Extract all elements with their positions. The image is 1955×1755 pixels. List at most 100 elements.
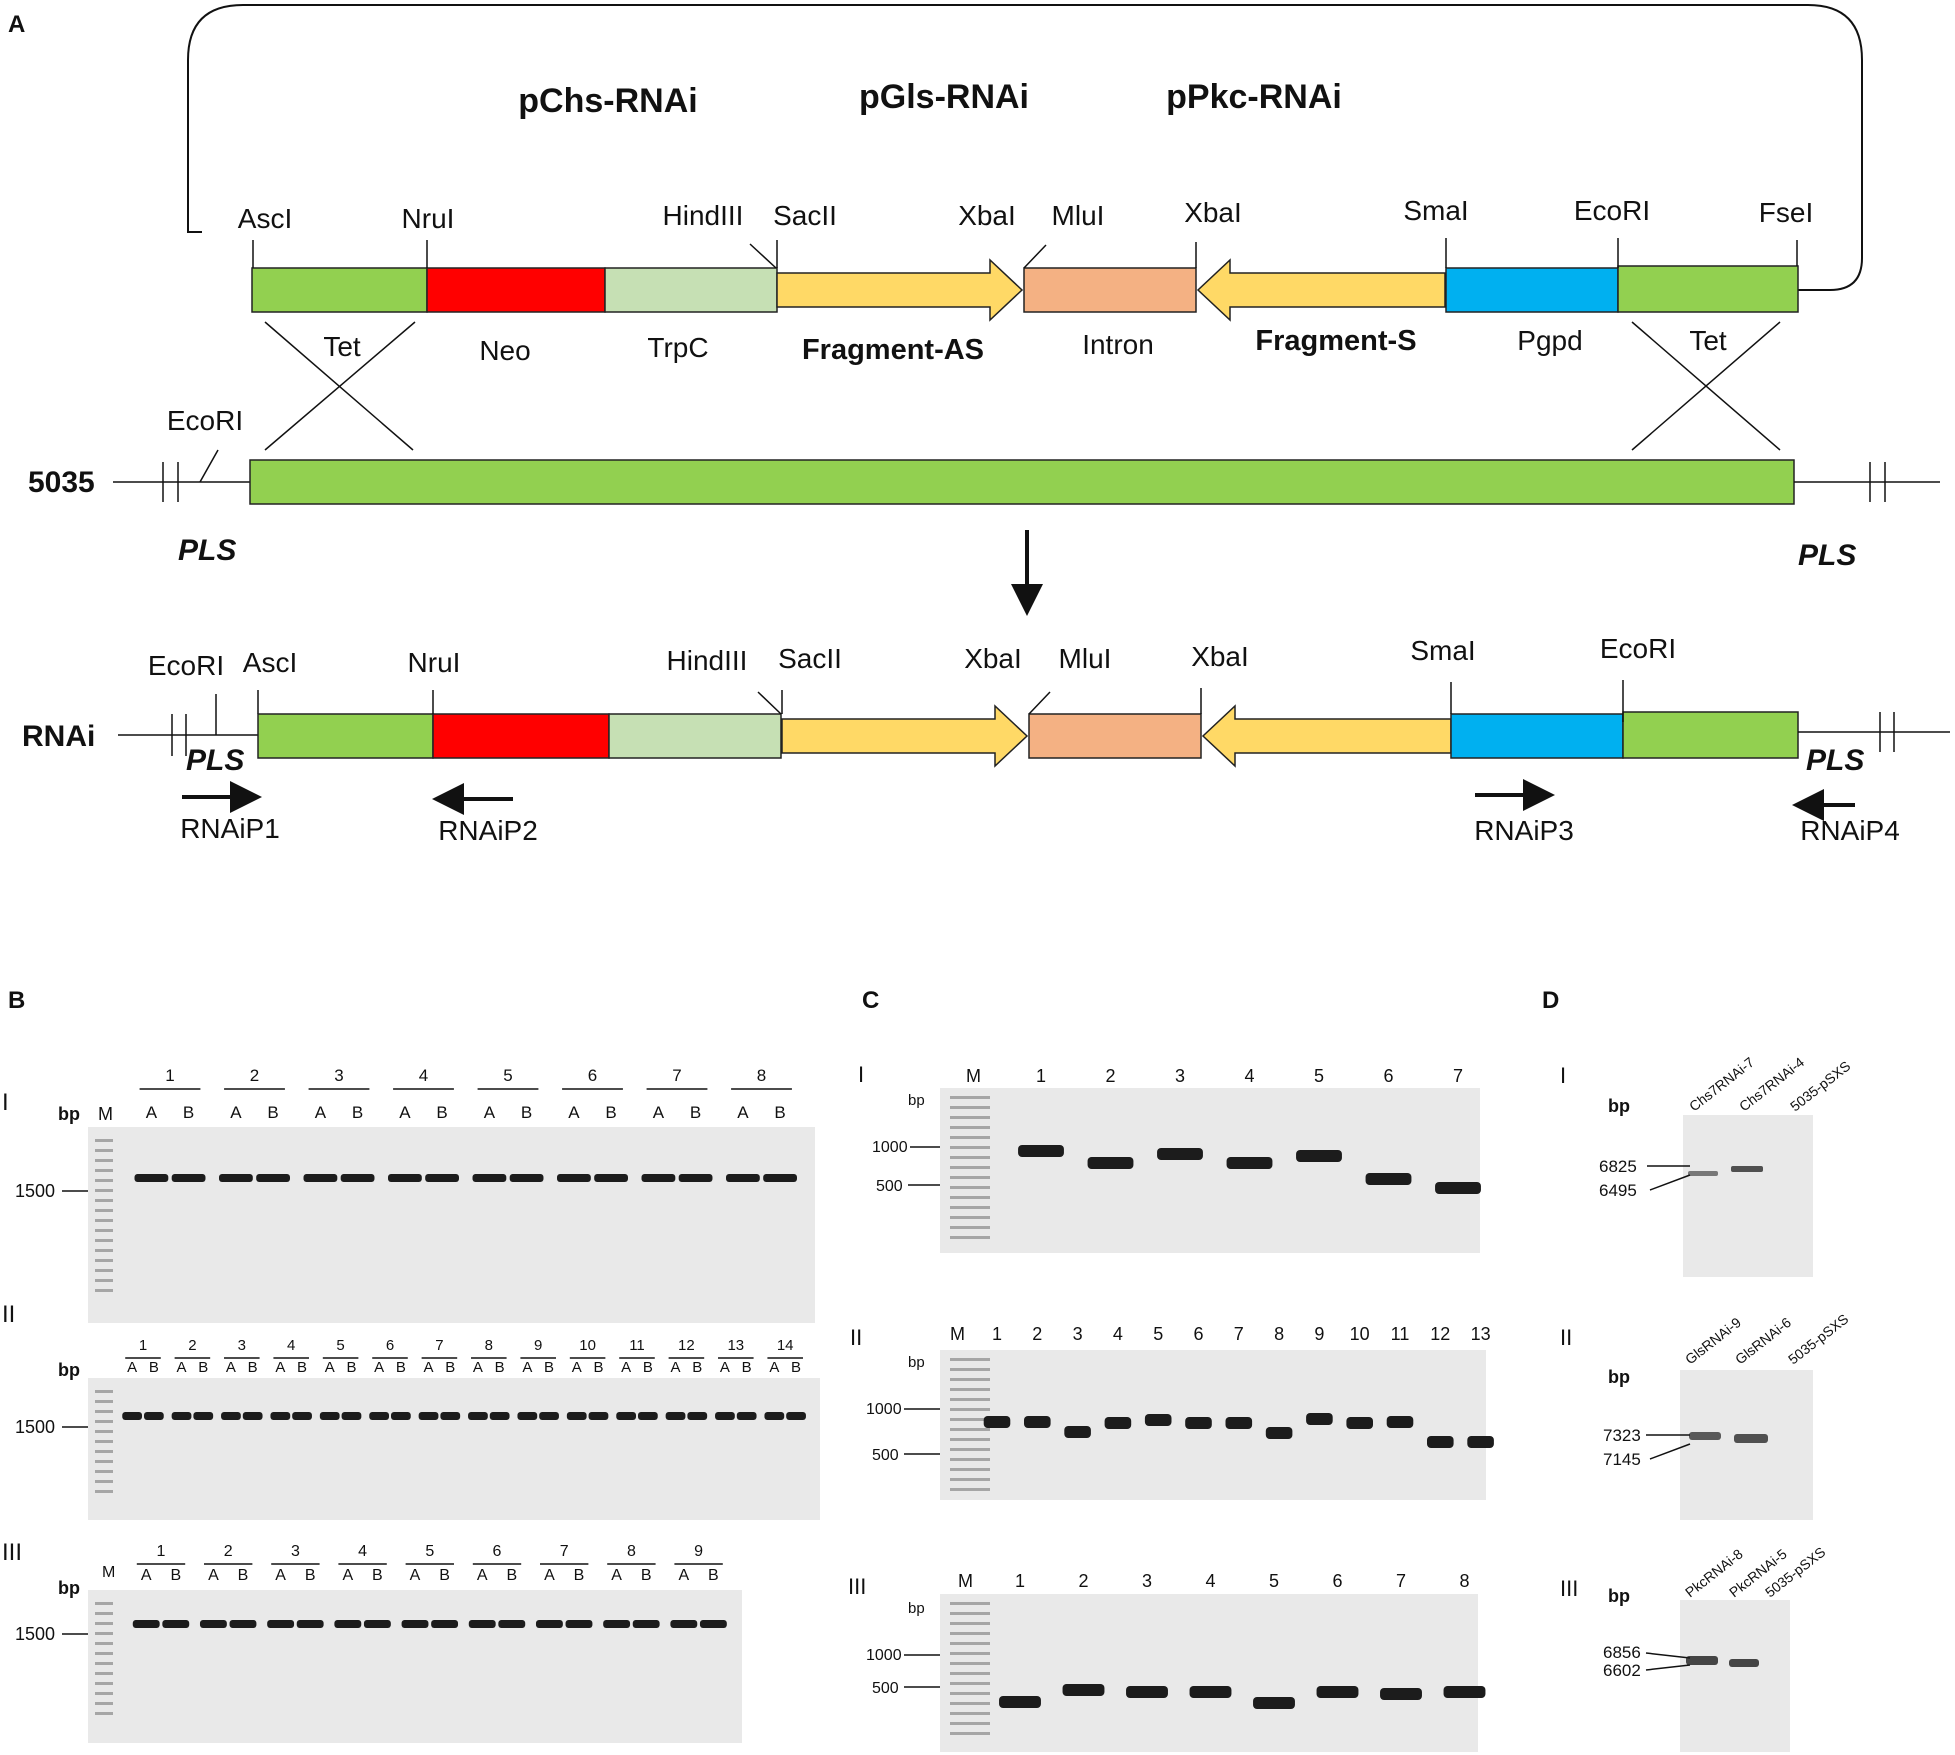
gel-b-row2-group-label: 9 xyxy=(534,1337,542,1354)
gel-b-row3-band xyxy=(535,1620,563,1628)
gel-c-row3-ladder-band xyxy=(950,1682,990,1685)
gel-b-row3-ladder-band xyxy=(95,1682,113,1685)
gel-c-row1-ladder-band xyxy=(950,1136,990,1139)
gel-b-row3-band xyxy=(431,1620,459,1628)
rnai-label: RNAi xyxy=(22,720,95,753)
gel-b-row2-band xyxy=(122,1412,143,1420)
gel-b-row3-band xyxy=(699,1620,727,1628)
rnai-seg-fragment-as xyxy=(781,704,1029,768)
gel-b-row2-sublane-label: A xyxy=(473,1359,483,1376)
genome-pls-bar xyxy=(249,459,1795,505)
gel-b-row2-ladder-band xyxy=(95,1420,113,1423)
gel-b-row2-band xyxy=(193,1412,214,1420)
gel-b-row3-sublane-label: B xyxy=(372,1567,383,1584)
gel-c-row1-band xyxy=(1435,1182,1481,1194)
gel-d-row2-band1 xyxy=(1689,1432,1721,1440)
gel-b-row2-ladder-band xyxy=(95,1450,113,1453)
gel-b-row1-sublane-label: B xyxy=(774,1103,785,1122)
gel-c-row1-ladder-band xyxy=(950,1156,990,1159)
site-mluI: MluI xyxy=(1052,200,1105,231)
gel-d-row2-size1: 7323 xyxy=(1603,1426,1641,1445)
gel-c-row1-band xyxy=(1365,1173,1412,1185)
gel-b-row3-sublane-label: A xyxy=(141,1567,152,1584)
gel-b-row1-band xyxy=(594,1174,628,1182)
gel-b-row2-sublane-label: A xyxy=(572,1359,582,1376)
gel-b-row3-sublane-label: B xyxy=(574,1567,585,1584)
gel-b-row2-band xyxy=(588,1412,609,1420)
gel-b-row1-band xyxy=(219,1174,253,1182)
gel-b-row2-sublane-label: B xyxy=(495,1359,505,1376)
gel-b-row3-group-label: 3 xyxy=(291,1543,300,1560)
primer-rnaip2: RNAiP2 xyxy=(438,815,538,846)
gel-c-row3-band xyxy=(1316,1686,1359,1698)
panel-label-a: A xyxy=(8,11,25,38)
gel-c-row2-ladder-band xyxy=(950,1358,990,1361)
gel-c-row2-band xyxy=(1064,1426,1091,1438)
gel-c-row2-ladder-band xyxy=(950,1368,990,1371)
gel-c-row1-ladder-band xyxy=(950,1106,990,1109)
rnai-seg-tet-right xyxy=(1622,711,1799,759)
gel-b-row2-sublane-label: A xyxy=(621,1359,631,1376)
gel-b-row2-sublane-label: A xyxy=(177,1359,187,1376)
gel-b-row1-sublane-label: B xyxy=(690,1103,701,1122)
gel-c-row2-band xyxy=(1467,1436,1494,1448)
gel-b-row3-group-label: 2 xyxy=(224,1543,233,1560)
gel-b-row1-ladder-band xyxy=(95,1179,113,1182)
gel-c-row2-ladder-band xyxy=(950,1488,990,1491)
gel-b-row1-sublane-label: A xyxy=(146,1103,158,1122)
gel-b-row2-ladder-band xyxy=(95,1460,113,1463)
gel-b-row3-band xyxy=(199,1620,227,1628)
gel-b-row2-band xyxy=(637,1412,658,1420)
gel-d-row1-bp: bp xyxy=(1608,1096,1630,1116)
gel-d-row3-band2 xyxy=(1729,1659,1759,1667)
seg-pgpd xyxy=(1445,267,1619,313)
rnai-seg-fragment-s xyxy=(1201,704,1452,768)
gel-d-row2-image xyxy=(1680,1370,1813,1520)
gel-b-row2-band xyxy=(616,1412,637,1420)
gel-d-row2-band2 xyxy=(1734,1434,1768,1443)
gel-b-row3-band xyxy=(498,1620,526,1628)
gel-b-row1-ladder-band xyxy=(95,1189,113,1192)
gel-d-row3-size2: 6602 xyxy=(1603,1661,1641,1680)
gel-b-row1-ladder-band xyxy=(95,1149,113,1152)
gel-b-row3-group-label: 6 xyxy=(493,1543,502,1560)
gel-c-row3-size1000: 1000 xyxy=(866,1647,902,1664)
gel-c-row2-band xyxy=(1185,1417,1212,1429)
gel-c-row1-ladder-band xyxy=(950,1236,990,1239)
gel-b-row1-group-label: 4 xyxy=(419,1066,428,1085)
gel-b-row1-ladder-band xyxy=(95,1169,113,1172)
gel-b-row2-group-label: 14 xyxy=(777,1337,794,1354)
gel-b-row3-sublane-label: A xyxy=(678,1567,689,1584)
gel-b-row3-sublane-label: B xyxy=(170,1567,181,1584)
gel-b-row1-sublane-label: A xyxy=(737,1103,749,1122)
gel-b-row2-ladder-band xyxy=(95,1440,113,1443)
label-tet-right: Tet xyxy=(1689,325,1727,356)
rnai-construct: RNAi EcoRI AscI NruI HindIII SacII XbaI … xyxy=(22,633,1950,777)
gel-b-row2-band xyxy=(418,1412,439,1420)
gel-b-row2-ladder-band xyxy=(95,1480,113,1483)
seg-intron xyxy=(1023,267,1197,313)
gel-d-row3-image xyxy=(1680,1600,1790,1752)
gel-d-row3-size1: 6856 xyxy=(1603,1643,1641,1662)
gel-c-row3-lane-label: 6 xyxy=(1332,1571,1342,1591)
gel-b-row2-band xyxy=(715,1412,735,1420)
gel-b-row3-sublane-label: B xyxy=(708,1567,719,1584)
gel-b-row2-group-label: 4 xyxy=(287,1337,295,1354)
gel-c-row2-ladder-band xyxy=(950,1408,990,1411)
gel-c-row1-size500: 500 xyxy=(876,1178,903,1195)
seg-fragment-s xyxy=(1196,258,1446,322)
gel-b-row3-ladder-band xyxy=(95,1612,113,1615)
seg-trpc xyxy=(604,267,778,313)
gel-b-row2-sublane-label: A xyxy=(671,1359,681,1376)
gel-c-row1-lane-label: 7 xyxy=(1453,1066,1463,1086)
gel-b-row1-band xyxy=(134,1174,169,1182)
gel-c-row3-ladder-band xyxy=(950,1652,990,1655)
gel-b-row2-band xyxy=(517,1412,538,1420)
gel-b-row2-band xyxy=(390,1412,411,1420)
gel-b-row3-sublane-label: A xyxy=(611,1567,622,1584)
gel-b-row3-group-label: 9 xyxy=(694,1543,703,1560)
